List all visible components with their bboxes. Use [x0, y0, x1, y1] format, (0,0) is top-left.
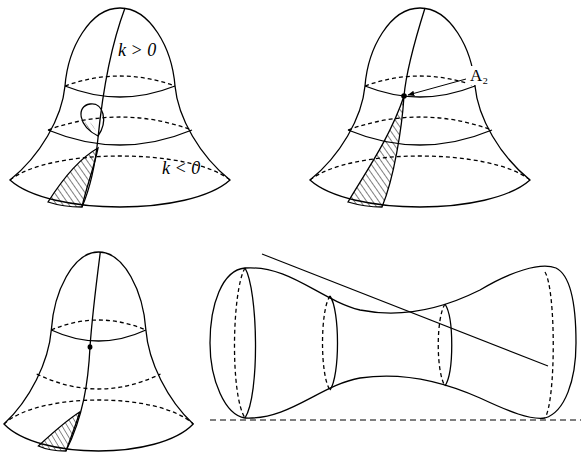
section-circle-back — [438, 304, 445, 386]
section-circle-back — [545, 272, 553, 418]
hatched-region — [348, 96, 404, 207]
bell-outline — [10, 8, 230, 207]
parallel-circle-back — [65, 76, 175, 86]
bell-surface — [310, 8, 530, 207]
end-cap — [545, 268, 576, 418]
parallel-circle-back — [48, 117, 192, 130]
end-cap — [210, 268, 245, 418]
bell-outline — [310, 8, 530, 207]
parallel-circle — [48, 130, 192, 145]
rim-back — [4, 400, 193, 424]
leader-line — [408, 79, 466, 95]
parallel-circle — [348, 130, 492, 145]
parallel-circle — [65, 86, 175, 97]
section-circle-back — [323, 296, 331, 390]
parallel-circle-back — [51, 320, 146, 330]
meridian-curve — [82, 8, 125, 207]
flat-point — [88, 344, 93, 350]
meridian-curve — [404, 8, 425, 96]
parallel-circle-back — [37, 374, 161, 389]
bell-surface — [10, 8, 230, 207]
rim-back — [310, 156, 530, 180]
section-circle — [330, 296, 338, 390]
curvature-label: k < 0 — [160, 158, 202, 178]
parallel-circle — [51, 330, 146, 341]
parallel-circle-back — [348, 117, 492, 130]
section-circle — [245, 268, 256, 418]
profile-curve — [245, 266, 556, 313]
bell-outline — [4, 252, 193, 451]
section-circle-back — [234, 268, 245, 418]
revolution-surface — [210, 254, 581, 420]
tangent-line — [262, 254, 548, 366]
cusp-point — [401, 93, 407, 99]
base-line — [210, 419, 581, 420]
point-label: A₂ — [468, 66, 490, 85]
rim-back — [10, 156, 230, 180]
profile-curve — [245, 376, 545, 418]
section-circle — [445, 304, 452, 386]
meridian-curve — [66, 252, 100, 451]
bell-surface — [4, 252, 193, 451]
curvature-label: k > 0 — [116, 40, 158, 60]
